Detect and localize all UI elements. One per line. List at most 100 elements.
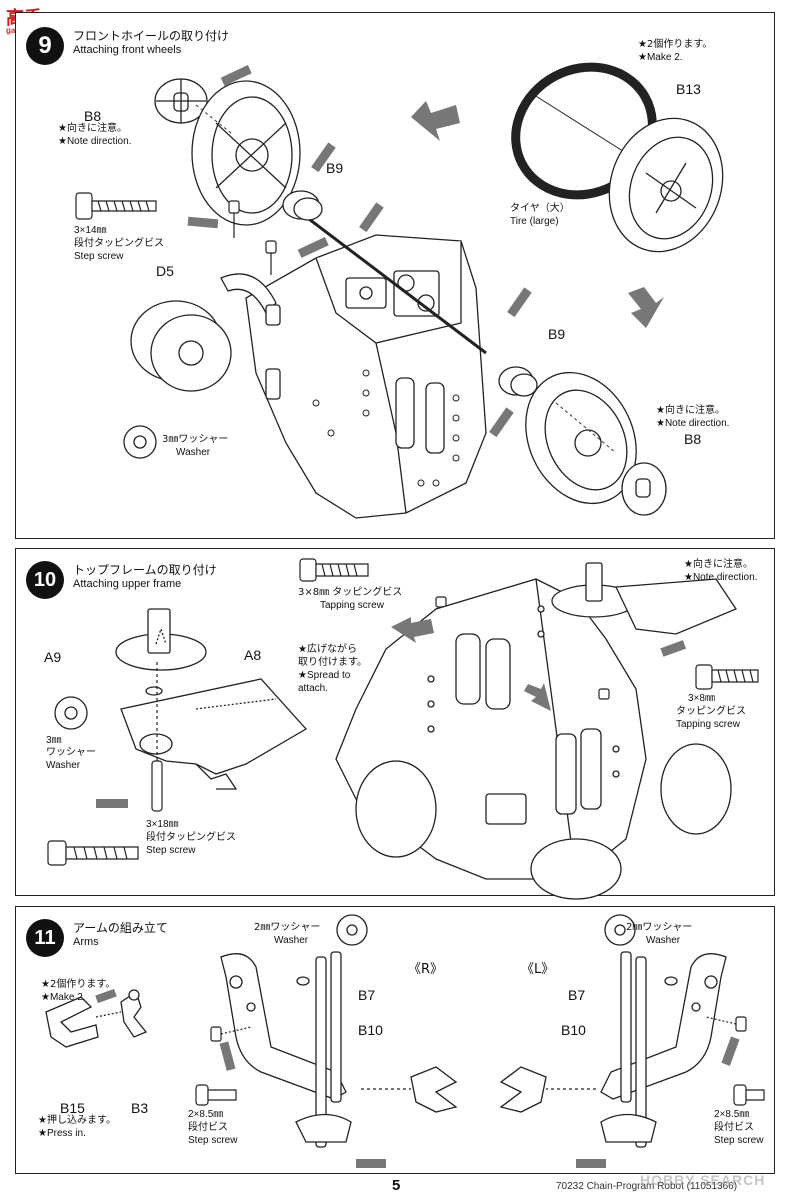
- screw-r-jp: 段付ビス: [714, 1122, 754, 1133]
- spread-jp2: 取り付けます。: [298, 657, 367, 668]
- screw-r-size: 2×8.5㎜: [714, 1109, 750, 1120]
- wheel-b13: [608, 117, 724, 253]
- step10-badge: 10: [26, 561, 64, 599]
- step11-title-en: Arms: [73, 936, 99, 948]
- make2-en-label: ★Make 2.: [638, 52, 683, 63]
- b9-top-label: B9: [326, 160, 344, 176]
- make2-11-en: ★Make 2.: [41, 992, 86, 1003]
- step9-diagram: [75, 62, 724, 519]
- tire-en-label: Tire (large): [510, 216, 559, 227]
- washer-3mm: [54, 686, 163, 730]
- spread-jp1: ★広げながら: [298, 644, 357, 655]
- washer-l-en: Washer: [274, 935, 309, 946]
- step11-diagram: [45, 914, 765, 1168]
- gray-arrows-10: [96, 617, 686, 808]
- b10-right-label: B10: [561, 1022, 586, 1038]
- washer-l-jp: 2㎜ワッシャー: [254, 922, 321, 933]
- a9-part: [115, 608, 207, 671]
- b3-label: B3: [131, 1100, 149, 1116]
- screw-jp-label: 段付タッピングビス: [74, 238, 164, 249]
- screw-size-label: 3×14㎜: [74, 225, 107, 236]
- b8-bottom-note-jp: ★向きに注意。: [656, 405, 725, 416]
- step-screw10-size: 3×18㎜: [146, 819, 179, 830]
- step-screw10-jp: 段付タッピングビス: [146, 832, 236, 843]
- step11-panel: 11 アームの組み立て Arms: [15, 906, 775, 1174]
- b9-bottom-label: B9: [548, 326, 566, 342]
- press-jp: ★押し込みます。: [38, 1115, 116, 1126]
- b8-top-label: B8: [84, 108, 102, 124]
- b7-right-label: B7: [568, 987, 586, 1003]
- spread-en1: ★Spread to: [298, 670, 351, 681]
- step-screws-2x8: [195, 1016, 765, 1106]
- screw-r-en: Step screw: [714, 1135, 764, 1146]
- d5-bracket: [220, 273, 281, 400]
- step-screw10-en: Step screw: [146, 845, 196, 856]
- gray-arrows-11: [95, 988, 740, 1168]
- tap-right-jp: タッピングビス: [676, 706, 746, 717]
- washer10-en: Washer: [46, 760, 81, 771]
- screw-l-jp: 段付ビス: [188, 1122, 228, 1133]
- note-dir10-en: ★Note direction.: [684, 572, 758, 583]
- b8-hub-top: [154, 78, 208, 124]
- b8-bottom-label: B8: [684, 431, 702, 447]
- screw-l-en: Step screw: [188, 1135, 238, 1146]
- b8-top-note-jp: ★向きに注意。: [58, 123, 127, 134]
- step10-title-jp: トップフレームの取り付け: [73, 563, 217, 577]
- step10-diagram: [47, 558, 759, 900]
- step11-title-jp: アームの組み立て: [73, 921, 168, 935]
- b9-collar-top: [282, 190, 323, 221]
- b13-label: B13: [676, 81, 701, 97]
- washer-jp-label: 3㎜ワッシャー: [162, 434, 229, 445]
- gray-arrows: [187, 65, 664, 438]
- step9-panel: 9 フロントホイールの取り付け Attaching front wheels: [15, 12, 775, 539]
- d5-label: D5: [156, 263, 174, 279]
- side-r-label: 《R》: [408, 962, 444, 977]
- upper-frame-installed: [551, 562, 737, 635]
- a8-part: [120, 678, 308, 790]
- screw-en-label: Step screw: [74, 251, 124, 262]
- tap-right-size: 3×8㎜: [688, 693, 715, 704]
- tap-top-en: Tapping screw: [320, 600, 384, 611]
- washer-r-jp: 2㎜ワッシャー: [626, 922, 693, 933]
- screw-l-size: 2×8.5㎜: [188, 1109, 224, 1120]
- step9-badge: 9: [26, 27, 64, 65]
- make2-11-jp: ★2個作ります。: [41, 979, 116, 990]
- chassis-illustration: [245, 234, 487, 519]
- tire-jp-label: タイヤ（大）: [510, 203, 570, 214]
- spread-en2: attach.: [298, 683, 329, 694]
- left-rear-wheel: [130, 300, 232, 392]
- b10-parts: [361, 1066, 596, 1113]
- b10-left-label: B10: [358, 1022, 383, 1038]
- arm-left: [220, 951, 352, 1148]
- washer-r-en: Washer: [646, 935, 681, 946]
- tap-top-size: 3×8㎜ タッピングビス: [298, 587, 403, 598]
- tapping-screw-right: [598, 664, 759, 700]
- manual-code: 70232 Chain-Program Robot (11051366): [556, 1181, 738, 1192]
- step9-title-en: Attaching front wheels: [73, 44, 182, 56]
- wheel-rim-bottom: [525, 371, 637, 505]
- tapping-screw-top: [299, 558, 447, 608]
- b15-label: B15: [60, 1100, 85, 1116]
- press-en: ★Press in.: [38, 1128, 86, 1139]
- robot-wheels: [355, 743, 732, 900]
- washer10-jp: ワッシャー: [46, 747, 96, 758]
- washer-en-label: Washer: [176, 447, 211, 458]
- step-screw-3x18: [47, 659, 163, 866]
- step11-badge: 11: [26, 919, 64, 957]
- a9-label: A9: [44, 649, 62, 665]
- step10-panel: 10 トップフレームの取り付け Attaching upper frame: [15, 548, 775, 900]
- screw-icons: [75, 192, 277, 275]
- washer-2mm-icons: [296, 914, 678, 986]
- b9-collar-bottom: [498, 366, 538, 397]
- b8-hub-bottom: [621, 462, 667, 516]
- b8-top-note-en: ★Note direction.: [58, 136, 132, 147]
- tap-right-en: Tapping screw: [676, 719, 740, 730]
- watermark-bottom: HOBBY SEARCH: [640, 1172, 766, 1188]
- b8-bottom-note-en: ★Note direction.: [656, 418, 730, 429]
- b7-left-label: B7: [358, 987, 376, 1003]
- b15-b3-assembly: [45, 989, 148, 1048]
- page-number: 5: [392, 1177, 401, 1194]
- a8-label: A8: [244, 647, 262, 663]
- washer-icon: [123, 425, 157, 459]
- washer10-size: 3㎜: [46, 735, 62, 746]
